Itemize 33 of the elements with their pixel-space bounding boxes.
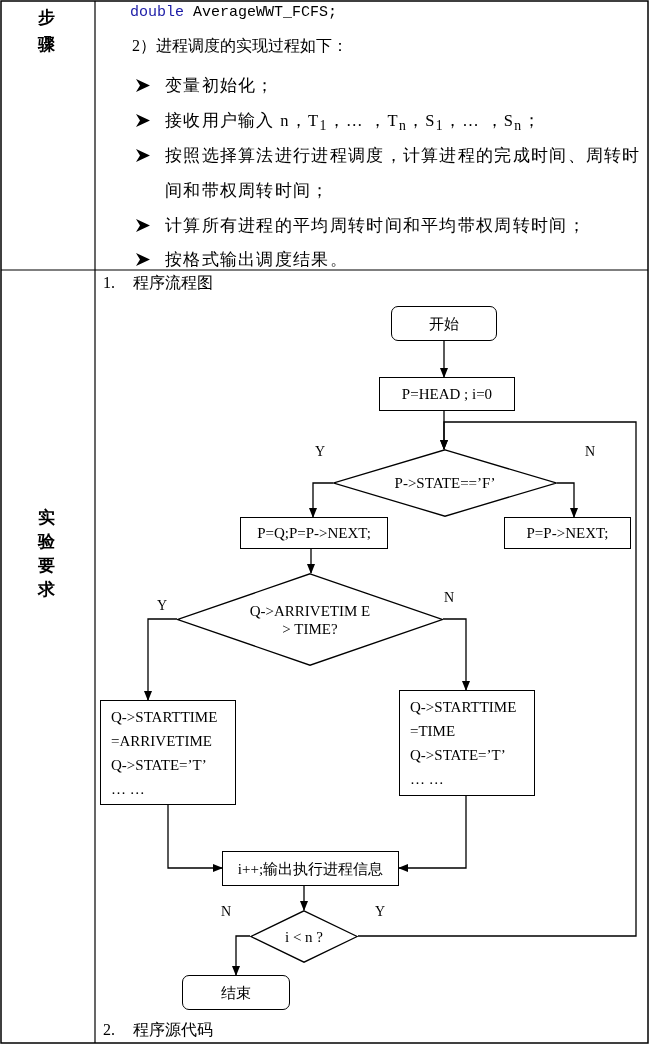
bullet-item: 变量初始化； [165, 75, 276, 97]
bullet-item: 按照选择算法进行进程调度，计算进程的完成时间、周转时间和带权周转时间； [165, 145, 642, 202]
end-box: 结束 [182, 975, 290, 1010]
arrow [442, 618, 470, 691]
arrow [440, 340, 448, 378]
arrow [232, 935, 251, 976]
process-box: P=Q;P=P->NEXT; [240, 517, 388, 549]
arrow [307, 548, 315, 574]
arrow [309, 482, 334, 518]
step-heading: 2）进程调度的实现过程如下： [132, 36, 348, 56]
process-box: Q->STARTTIME =TIME Q->STATE=’T’ … … [399, 690, 535, 796]
bullet-item: 计算所有进程的平均周转时间和平均带权周转时间； [165, 215, 587, 237]
arrow [300, 885, 308, 911]
cell-heading: 实验要求 [38, 506, 55, 601]
section-heading: 2. 程序源代码 [103, 1020, 213, 1040]
cell-heading: 步骤 [38, 6, 55, 56]
start-box: 开始 [391, 306, 497, 341]
bullet-item: 接收用户输入 n，T$_{1}$，… ，T$_{n}$，S$_{1}$，… ，S$_{n}$； [165, 110, 542, 136]
code-line: double AverageWWT_FCFS; [130, 4, 338, 21]
arrow [167, 804, 223, 872]
decision-diamond: P->STATE==’F’ [333, 449, 557, 517]
decision-diamond: i < n ? [250, 910, 358, 963]
process-box: i++;输出执行进程信息 [222, 851, 399, 886]
section-heading: 1. 程序流程图 [103, 273, 213, 293]
arrow [398, 795, 467, 872]
bullet-item: 按格式输出调度结果。 [165, 249, 349, 271]
process-box: Q->STARTTIME =ARRIVETIME Q->STATE=’T’ … … [100, 700, 236, 805]
process-box: P=P->NEXT; [504, 517, 631, 549]
arrow [556, 482, 578, 518]
arrow [357, 421, 637, 937]
decision-diamond: Q->ARRIVETIM E > TIME? [177, 573, 443, 666]
process-box: P=HEAD ; i=0 [379, 377, 515, 411]
arrow [144, 618, 178, 701]
